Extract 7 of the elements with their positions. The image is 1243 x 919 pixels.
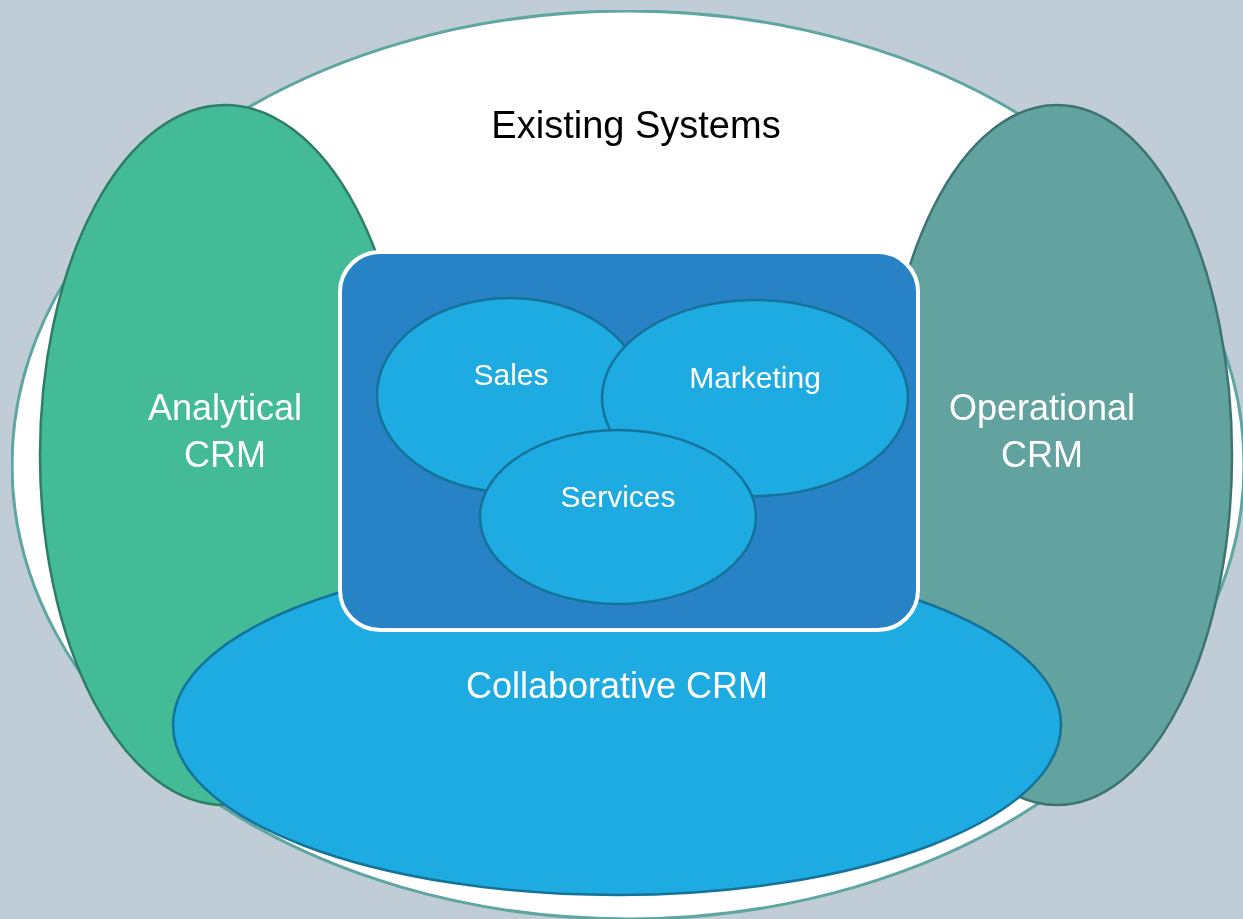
node-label: Sales bbox=[472, 356, 550, 393]
node-label: Existing Systems bbox=[490, 102, 782, 148]
node-label: Analytical CRM bbox=[146, 385, 304, 477]
node-label: Services bbox=[559, 478, 677, 515]
node-label: Marketing bbox=[688, 359, 822, 396]
node-label: Collaborative CRM bbox=[464, 664, 770, 709]
node-label: Operational CRM bbox=[947, 385, 1137, 477]
